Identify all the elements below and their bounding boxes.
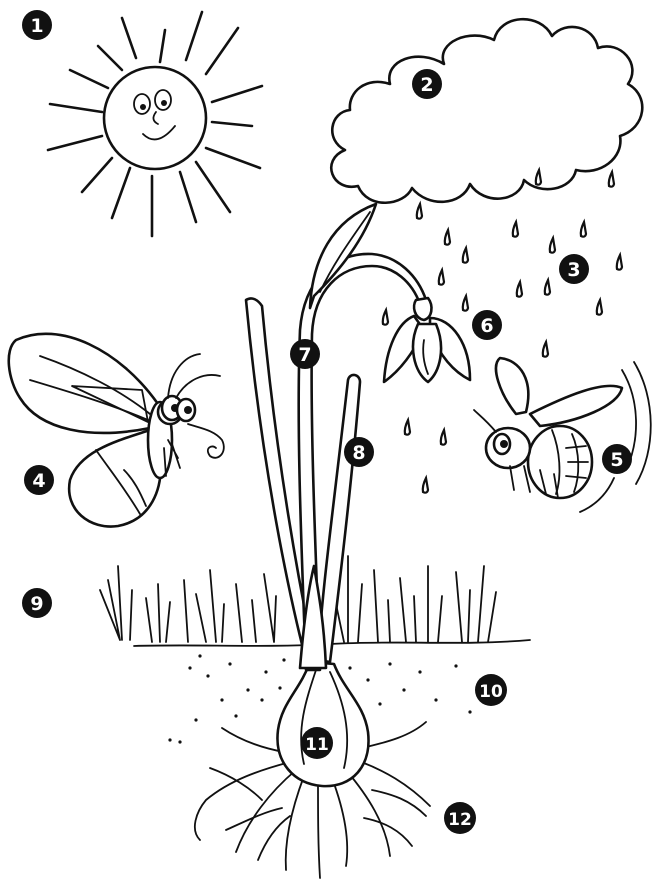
label-11-text: 11 xyxy=(305,735,329,755)
label-badge-5: 5 xyxy=(602,444,632,474)
sun-illustration xyxy=(48,12,262,236)
label-7-text: 7 xyxy=(298,344,311,366)
label-badge-9: 9 xyxy=(22,588,52,618)
label-badge-6: 6 xyxy=(472,310,502,340)
label-5-text: 5 xyxy=(610,449,623,471)
sun-rays xyxy=(48,12,262,236)
cloud-illustration xyxy=(331,19,642,203)
label-12-text: 12 xyxy=(448,810,472,830)
bulb-illustration xyxy=(277,662,368,786)
label-badge-12: 12 xyxy=(444,802,476,834)
label-2-text: 2 xyxy=(420,74,433,96)
label-badge-7: 7 xyxy=(290,339,320,369)
label-badge-3: 3 xyxy=(559,254,589,284)
butterfly-illustration xyxy=(9,334,224,527)
label-3-text: 3 xyxy=(567,259,580,281)
label-badge-8: 8 xyxy=(344,437,374,467)
label-badge-1: 1 xyxy=(22,10,52,40)
stem-and-leaves xyxy=(246,204,426,670)
label-9-text: 9 xyxy=(30,593,43,615)
label-10-text: 10 xyxy=(479,682,503,702)
label-badge-11: 11 xyxy=(301,727,333,759)
bee-illustration xyxy=(474,358,651,512)
label-1-text: 1 xyxy=(30,15,43,37)
label-8-text: 8 xyxy=(352,442,365,464)
label-4-text: 4 xyxy=(32,470,45,492)
label-6-text: 6 xyxy=(480,315,493,337)
label-badge-10: 10 xyxy=(475,674,507,706)
label-badge-2: 2 xyxy=(412,69,442,99)
label-badge-4: 4 xyxy=(24,465,54,495)
snowdrop-flower xyxy=(384,298,470,382)
